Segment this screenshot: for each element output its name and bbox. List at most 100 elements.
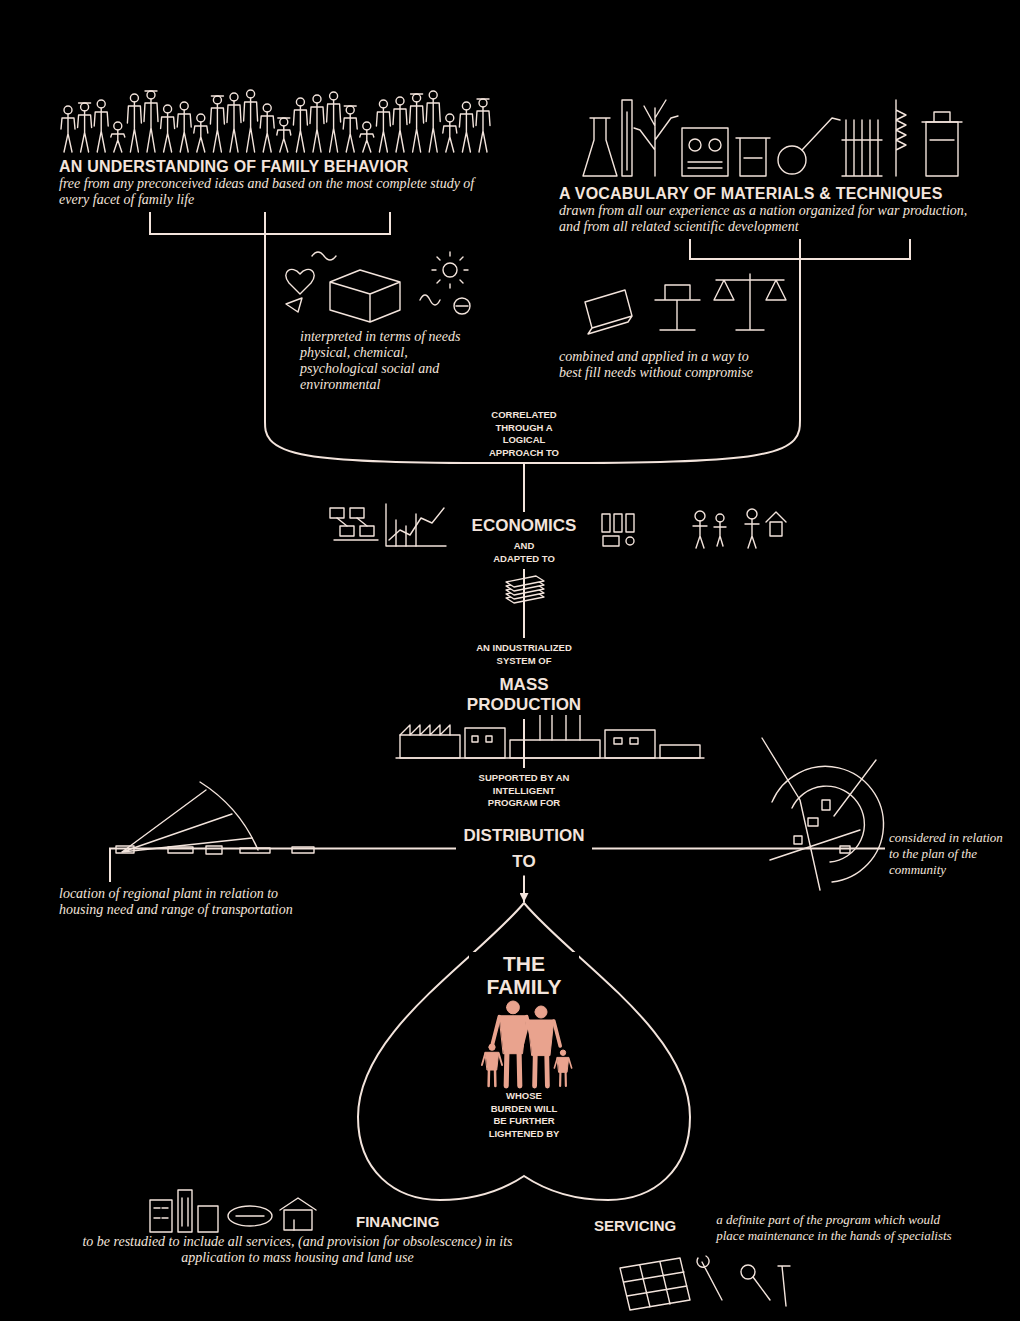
economics-icon-part [614,514,622,532]
factory-part [465,728,505,758]
note-block: location of regional plant in relation t… [55,882,300,922]
crowd-figure-part [280,118,288,126]
crowd-figure-part [213,96,221,104]
crowd-figure-part [393,105,407,152]
crowd-figure-part [379,100,387,108]
crowd-figure-part [144,99,158,152]
crowd-figure-part [227,101,241,152]
regional-sketch-part [206,846,222,854]
technique-icons [585,274,786,334]
technique-icon-part [655,285,700,330]
stage-title: DISTRIBUTION [464,826,585,846]
crowd-figure-part [194,122,208,152]
crowd-figure-part [130,94,138,102]
economics-icons [330,504,786,548]
economics-icon-part [626,514,634,532]
crowd-figure-part [327,100,341,152]
crowd-figure-part [462,102,470,110]
economics-icon-part [693,521,707,548]
flow-step: ECONOMICS AND ADAPTED TO [454,512,594,569]
caps-caption: AND ADAPTED TO [491,540,557,565]
handwritten-note: considered in relation to the plan of th… [889,830,1006,878]
crowd-figure-part [310,103,324,152]
needs-icon-part [456,305,468,306]
community-map [762,738,884,890]
caps-caption: CORRELATED THROUGH A LOGICAL APPROACH TO [476,409,572,459]
crowd-figure-part [443,122,457,152]
family-figure-part [528,1020,554,1056]
factory-part [472,736,478,742]
needs-icon-part [286,269,314,294]
service-icon-part [753,1277,770,1300]
economics-icon-part [745,519,759,548]
regional-sketch [116,782,314,854]
crowd-figure-part [344,105,356,106]
heading-block: AN UNDERSTANDING OF FAMILY BEHAVIORfree … [55,155,495,212]
crowd-figure-part [446,114,454,122]
crowd-figure-part [79,102,91,103]
family-figure-part [506,1054,520,1086]
crowd-figure-part [244,98,258,152]
family-figure-part [499,1016,526,1054]
crowd-figure-part [97,100,105,108]
economics-icon-part [770,522,782,536]
flow-step: CORRELATED THROUGH A LOGICAL APPROACH TO [469,405,579,463]
stage-title: SERVICING [594,1216,676,1236]
factory-part [660,745,700,758]
needs-icon-part [330,270,400,322]
community-map-part [808,818,818,826]
crowd-figure-part [145,90,157,91]
flow-step: SUPPORTED BY AN INTELLIGENT PROGRAM FOR D… [456,768,592,876]
service-block: FINANCINGto be restudied to include all … [60,1208,535,1270]
equipment-figure-part [583,118,617,176]
bracket-line [264,325,266,397]
economics-icon-part [714,522,726,546]
service-block: SERVICINGa definite part of the program … [590,1208,1008,1248]
handwritten-note: combined and applied in a way to best fi… [559,349,765,381]
family-heart: THE FAMILYWHOSE BURDEN WILL BE FURTHER L… [354,902,694,1202]
community-map-part [772,766,884,882]
note-block: interpreted in terms of needs physical, … [250,325,490,397]
needs-icon-part [443,263,457,277]
equipment-figure-part [709,139,721,151]
bracket-line [799,345,801,385]
stage-title: TO [512,852,535,872]
crowd-figure-part [459,110,473,152]
equipment-figure-part [896,100,906,176]
factory-part [605,730,655,758]
economics-icon-part [716,514,724,522]
needs-icon-part [312,252,336,260]
crowd-figure-part [177,110,191,152]
economics-icon-part [626,537,634,545]
economics-icon-part [340,526,354,536]
flow-line [592,848,885,850]
economics-icon-part [747,509,757,519]
technique-icon-part [585,290,632,334]
caps-caption: AN INDUSTRIALIZED SYSTEM OF [468,642,580,667]
equipment-figure-part [926,122,958,176]
family-figure-part [489,1070,496,1086]
flow-line [523,719,525,768]
equipment-figure-part [922,112,962,140]
service-icon-part [778,1266,790,1306]
community-map-part [794,836,802,844]
crowd-figure-part [313,95,321,103]
economics-icon-part [766,512,786,522]
crowd-figure-part [477,98,489,99]
equipment-figures [583,100,962,176]
equipment-figure-part [622,100,632,176]
stage-title: ECONOMICS [472,516,577,536]
crowd-figure-part [161,113,175,152]
crowd-figure-part [111,130,125,152]
caps-caption: SUPPORTED BY AN INTELLIGENT PROGRAM FOR [468,772,580,810]
family-figure-part [560,1050,565,1055]
economics-icon-part [396,514,416,546]
crowd-figure-part [164,105,172,113]
crowd-figure-part [211,95,223,96]
housing-icon-part [154,1198,188,1226]
technique-icon-part [714,274,786,330]
economics-icon-part [386,504,446,546]
equipment-figure-part [842,120,882,176]
stage-title: MASS PRODUCTION [443,675,605,715]
family-figure-part [485,1052,498,1070]
